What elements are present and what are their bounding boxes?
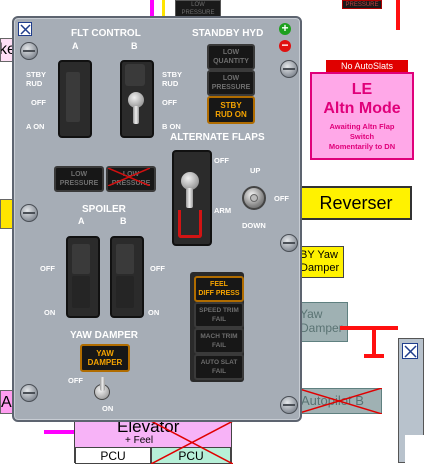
elevator-cross xyxy=(151,421,233,464)
screw-icon xyxy=(20,384,38,402)
spoiler-b-label: B xyxy=(120,216,127,226)
reverser-box: Reverser xyxy=(300,186,412,220)
flt-control-b-label: B xyxy=(131,41,138,51)
yaw-damper-title: YAW DAMPER xyxy=(70,330,138,341)
magenta-line-top xyxy=(150,0,154,16)
elevator-box: Elevator + Feel PCU PCU xyxy=(74,417,233,464)
yaw-damper-switch[interactable] xyxy=(94,377,110,400)
altn-flaps-up-label: UP xyxy=(250,166,261,175)
screw-icon xyxy=(20,204,38,222)
altn-flaps-arm-switch[interactable] xyxy=(172,150,212,246)
magenta-line-bottom xyxy=(44,430,74,434)
standby-hyd-title: STANDBY HYD xyxy=(192,28,264,39)
red-line-top xyxy=(396,0,400,30)
screw-icon xyxy=(280,234,298,252)
flt-control-a-label: A xyxy=(72,41,79,51)
le-altn-mode-box: LE Altn Mode Awaiting Altn Flap Switch M… xyxy=(310,72,414,160)
b-on-label: B ON xyxy=(162,122,181,131)
yaw-damper-faded-box: Yaw Damper xyxy=(296,302,348,342)
flt-control-b-switch[interactable] xyxy=(120,60,154,138)
right-edge-panel xyxy=(398,338,424,464)
flt-control-title: FLT CONTROL xyxy=(71,28,141,39)
no-autoslats-banner: No AutoSlats xyxy=(326,60,408,72)
stby-rud-right-label: STBY RUD xyxy=(162,70,183,88)
zoom-in-icon[interactable]: + xyxy=(279,22,291,35)
spoiler-title: SPOILER xyxy=(82,204,126,215)
flight-control-panel: + − FLT CONTROL A B STBY RUD OFF A ON ST… xyxy=(12,16,302,422)
le-altn-mode-subtitle: Awaiting Altn Flap Switch Momentarily to… xyxy=(328,122,396,151)
spoiler-on-left-label: ON xyxy=(44,308,56,317)
pcu-box-1: PCU xyxy=(75,447,151,464)
spoiler-a-label: A xyxy=(78,216,85,226)
right-edge-white-box xyxy=(405,435,424,464)
red-vertical-line xyxy=(372,326,376,358)
screw-icon xyxy=(280,60,298,78)
red-horizontal-line xyxy=(340,326,398,330)
yellow-line-top xyxy=(162,0,165,16)
yaw-damper-off-label: OFF xyxy=(68,376,83,385)
autopilot-b-cross xyxy=(296,388,382,414)
yaw-damper-on-label: ON xyxy=(102,404,114,413)
stby-rud-left-label: STBY RUD xyxy=(26,70,47,88)
close-icon[interactable] xyxy=(18,22,32,36)
inop-cross-icon xyxy=(108,168,150,186)
altn-flaps-arm-label: ARM xyxy=(214,206,232,215)
elevator-feel: + Feel xyxy=(125,435,154,446)
altn-flaps-off-label: OFF xyxy=(214,156,229,165)
alternate-flaps-title: ALTERNATE FLAPS xyxy=(170,132,265,143)
screw-icon xyxy=(280,396,298,414)
spoiler-off-left-label: OFF xyxy=(40,264,55,273)
zoom-out-icon[interactable]: − xyxy=(279,39,291,52)
spoiler-off-right-label: OFF xyxy=(150,264,165,273)
screw-icon xyxy=(20,42,38,60)
right-close-icon[interactable] xyxy=(402,343,418,359)
off-right-label: OFF xyxy=(162,98,177,107)
altn-flaps-off2-label: OFF xyxy=(274,194,289,203)
a-on-label: A ON xyxy=(26,122,45,131)
red-tee xyxy=(364,354,384,358)
pressure-top-light: PRESSURE xyxy=(342,0,382,9)
off-left-label: OFF xyxy=(31,98,46,107)
flt-control-a-switch[interactable] xyxy=(58,60,92,138)
stby-yaw-damper-box: BY Yaw Damper xyxy=(298,246,344,278)
altn-flaps-selector-knob[interactable] xyxy=(242,186,266,210)
spoiler-b-switch[interactable] xyxy=(110,236,144,318)
altn-flaps-down-label: DOWN xyxy=(242,221,266,230)
le-altn-mode-title: LE Altn Mode xyxy=(323,81,401,117)
spoiler-on-right-label: ON xyxy=(148,308,160,317)
spoiler-a-switch[interactable] xyxy=(66,236,100,318)
